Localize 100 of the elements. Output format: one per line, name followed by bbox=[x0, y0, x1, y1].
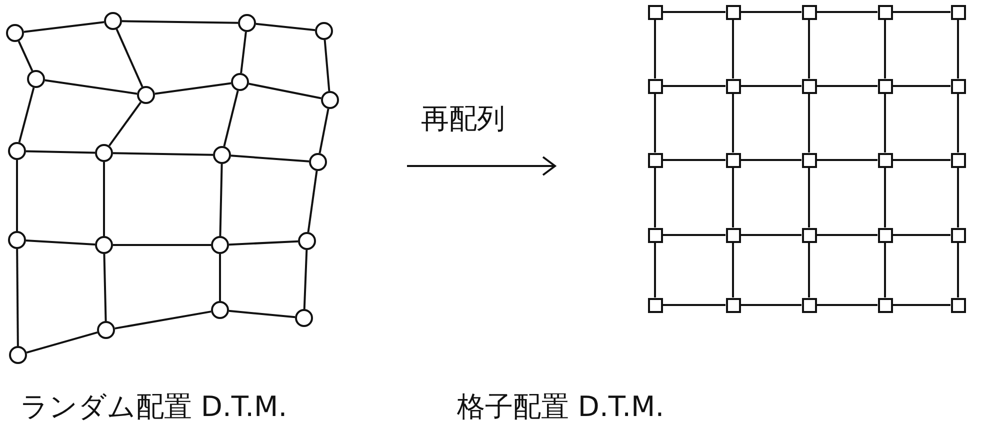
mesh-line bbox=[44, 79, 138, 95]
mesh-line bbox=[103, 254, 107, 322]
grid-point-square bbox=[802, 228, 816, 242]
mesh-line bbox=[654, 20, 656, 78]
mesh-line bbox=[816, 234, 878, 236]
mesh-line bbox=[26, 240, 96, 246]
mesh-line bbox=[892, 159, 950, 161]
grid-point-square bbox=[648, 298, 662, 312]
mesh-line bbox=[892, 85, 950, 87]
mesh-line bbox=[256, 22, 316, 32]
mesh-line bbox=[732, 94, 734, 152]
mesh-line bbox=[808, 94, 810, 152]
grid-point-square bbox=[726, 4, 740, 20]
caption: ランダム配置 D.T.M. bbox=[20, 389, 288, 425]
mesh-point-circle bbox=[95, 144, 113, 162]
mesh-point-circle bbox=[27, 70, 45, 88]
grid-point-square bbox=[802, 152, 816, 168]
mesh-line bbox=[154, 82, 232, 95]
mesh-line bbox=[892, 234, 950, 236]
mesh-line bbox=[108, 102, 142, 146]
grid-point-square bbox=[950, 228, 966, 242]
mesh-line bbox=[808, 242, 810, 298]
mesh-line bbox=[318, 108, 330, 154]
grid-point-square bbox=[802, 4, 816, 20]
mesh-point-circle bbox=[6, 24, 24, 42]
mesh-point-circle bbox=[137, 86, 155, 104]
mesh-line bbox=[219, 254, 221, 301]
mesh-line bbox=[884, 20, 886, 78]
mesh-point-circle bbox=[231, 73, 249, 91]
mesh-line bbox=[957, 20, 959, 78]
mesh-line bbox=[957, 242, 959, 298]
grid-point-square bbox=[648, 4, 662, 20]
grid-point-square bbox=[726, 228, 740, 242]
mesh-line bbox=[228, 240, 298, 246]
grid-point-square bbox=[726, 152, 740, 168]
caption: 格子配置 D.T.M. bbox=[457, 389, 664, 425]
mesh-line bbox=[16, 249, 19, 346]
grid-point-square bbox=[802, 78, 816, 94]
grid-point-square bbox=[648, 152, 662, 168]
mesh-point-circle bbox=[97, 321, 115, 339]
mesh-line bbox=[892, 304, 950, 306]
grid-point-square bbox=[878, 152, 892, 168]
mesh-line bbox=[808, 20, 810, 78]
mesh-point-circle bbox=[309, 153, 327, 171]
mesh-point-circle bbox=[298, 232, 316, 250]
mesh-point-circle bbox=[9, 346, 27, 364]
mesh-line bbox=[957, 94, 959, 152]
mesh-line bbox=[808, 168, 810, 228]
mesh-line bbox=[732, 168, 734, 228]
mesh-line bbox=[303, 250, 308, 310]
grid-point-square bbox=[950, 78, 966, 94]
grid-point-square bbox=[648, 228, 662, 242]
grid-point-square bbox=[878, 228, 892, 242]
mesh-point-circle bbox=[104, 12, 122, 30]
mesh-line bbox=[654, 94, 656, 152]
mesh-line bbox=[732, 242, 734, 298]
mesh-line bbox=[240, 32, 247, 74]
mesh-line bbox=[112, 152, 214, 156]
mesh-line bbox=[116, 28, 144, 88]
mesh-line bbox=[740, 234, 802, 236]
mesh-line bbox=[892, 11, 950, 13]
mesh-line bbox=[228, 310, 296, 318]
mesh-line bbox=[740, 304, 802, 306]
mesh-line bbox=[654, 168, 656, 228]
mesh-line bbox=[223, 90, 239, 146]
mesh-point-circle bbox=[211, 236, 229, 254]
mesh-line bbox=[219, 164, 223, 236]
mesh-point-circle bbox=[321, 91, 339, 109]
mesh-line bbox=[816, 11, 878, 13]
mesh-line bbox=[662, 234, 726, 236]
arrow-label: 再配列 bbox=[421, 101, 505, 137]
mesh-point-circle bbox=[95, 236, 113, 254]
mesh-line bbox=[740, 159, 802, 161]
grid-point-square bbox=[950, 152, 966, 168]
mesh-line bbox=[816, 304, 878, 306]
grid-point-square bbox=[878, 4, 892, 20]
grid-point-square bbox=[950, 4, 966, 20]
mesh-line bbox=[884, 242, 886, 298]
grid-point-square bbox=[726, 298, 740, 312]
mesh-line bbox=[884, 94, 886, 152]
mesh-line bbox=[26, 150, 96, 154]
mesh-point-circle bbox=[295, 309, 313, 327]
grid-point-square bbox=[726, 78, 740, 94]
mesh-line bbox=[18, 40, 34, 72]
mesh-line bbox=[24, 21, 104, 33]
mesh-point-circle bbox=[8, 142, 26, 160]
mesh-line bbox=[816, 85, 878, 87]
mesh-line bbox=[662, 11, 726, 13]
mesh-point-circle bbox=[238, 14, 256, 32]
mesh-line bbox=[740, 11, 802, 13]
grid-point-square bbox=[878, 298, 892, 312]
mesh-line bbox=[248, 82, 322, 100]
mesh-line bbox=[732, 20, 734, 78]
mesh-line bbox=[662, 159, 726, 161]
mesh-point-circle bbox=[211, 301, 229, 319]
mesh-line bbox=[18, 87, 35, 143]
mesh-line bbox=[16, 160, 18, 231]
mesh-line bbox=[662, 304, 726, 306]
mesh-line bbox=[884, 168, 886, 228]
grid-point-square bbox=[950, 298, 966, 312]
